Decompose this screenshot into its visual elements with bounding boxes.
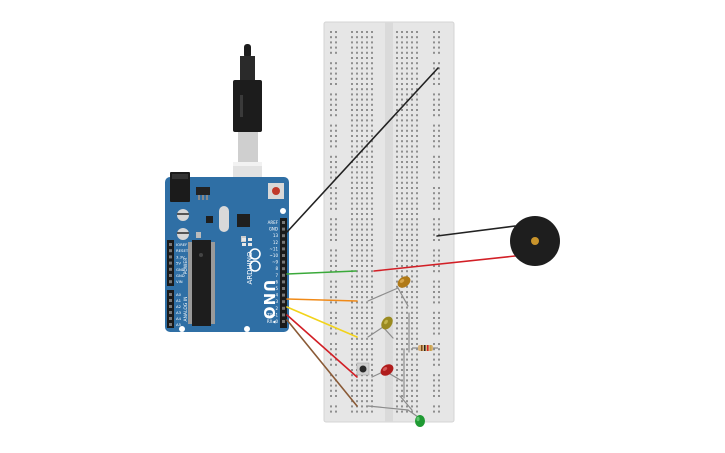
analog-pin-label: A1 <box>176 298 182 303</box>
wire-orange[interactable] <box>286 298 358 302</box>
header-pin-label: 4 <box>275 293 278 298</box>
header-pin-label: 12 <box>273 240 279 245</box>
header-pin-label: ~5 <box>272 286 278 291</box>
pushbutton-icon[interactable] <box>356 362 370 376</box>
header-pin-label: 7 <box>275 273 278 278</box>
header-pin-label: GND <box>269 227 278 232</box>
resistor-icon[interactable] <box>412 345 438 351</box>
power-section-label: POWER <box>183 258 189 275</box>
crystal-oscillator <box>219 206 229 232</box>
analog-section-label: ANALOG IN <box>183 296 189 321</box>
power-pin-label: 3.3V <box>176 254 185 259</box>
power-pin-label: VIN <box>176 279 183 284</box>
buzzer-icon[interactable] <box>510 216 560 266</box>
led-olive-icon[interactable] <box>379 314 395 331</box>
header-pin-label: 13 <box>273 233 279 238</box>
mounting-hole <box>280 208 286 214</box>
atmega-chip <box>192 240 211 326</box>
header-pin-label: 2 <box>275 306 278 311</box>
header-pin-label: ~9 <box>272 260 278 265</box>
header-pin-label: TX▶1 <box>266 312 278 317</box>
header-pin-label: ~6 <box>272 279 278 284</box>
led-amber-icon[interactable] <box>395 274 412 290</box>
wire-black-gnd[interactable] <box>286 67 439 233</box>
wire-red-d2[interactable] <box>286 314 358 378</box>
voltage-regulator <box>196 187 210 195</box>
led-green-icon[interactable] <box>415 415 425 427</box>
power-pin-label: GND <box>176 273 185 278</box>
analog-pin-label: A0 <box>176 292 182 297</box>
analog-pin-label: A2 <box>176 304 182 309</box>
mounting-hole <box>179 326 185 332</box>
header-pin-label: RX◀0 <box>267 319 279 324</box>
header-pin-label: AREF <box>268 220 279 225</box>
led-red-icon[interactable] <box>378 362 395 378</box>
analog-header[interactable] <box>167 290 174 328</box>
analog-pin-label: A4 <box>176 316 182 321</box>
wire-yellow[interactable] <box>286 306 358 338</box>
uno-logo: UNO <box>260 280 278 321</box>
digital-header[interactable] <box>280 218 287 328</box>
arduino-logo-icon <box>249 248 261 272</box>
reset-button-cap[interactable] <box>272 187 280 195</box>
digital-pins <box>282 221 285 323</box>
left-pins <box>169 243 172 326</box>
header-pin-label: ~3 <box>272 299 278 304</box>
header-pin-label: ~10 <box>270 253 279 258</box>
header-pin-label: ~11 <box>270 246 279 251</box>
mounting-hole <box>244 326 250 332</box>
power-pin-label: IOREF <box>176 242 187 247</box>
wire-buzzer-black[interactable] <box>436 225 516 237</box>
wires[interactable] <box>286 67 516 418</box>
usb-cable[interactable] <box>233 44 262 200</box>
power-pin-label: RESET <box>176 248 189 253</box>
usb-chip <box>237 214 250 227</box>
wire-green[interactable] <box>286 270 357 275</box>
power-pin-label: 5V <box>176 261 181 266</box>
analog-pin-label: A5 <box>176 322 182 327</box>
analog-pin-label: A3 <box>176 310 182 315</box>
breadboard[interactable] <box>323 21 455 423</box>
breadboard-holes <box>330 31 440 413</box>
power-pin-label: GND <box>176 267 185 272</box>
wire-brown[interactable] <box>286 319 358 407</box>
wire-buzzer-red[interactable] <box>373 255 516 272</box>
header-pin-label: 8 <box>275 266 278 271</box>
power-jack[interactable] <box>170 172 190 202</box>
small-chip <box>206 216 213 223</box>
